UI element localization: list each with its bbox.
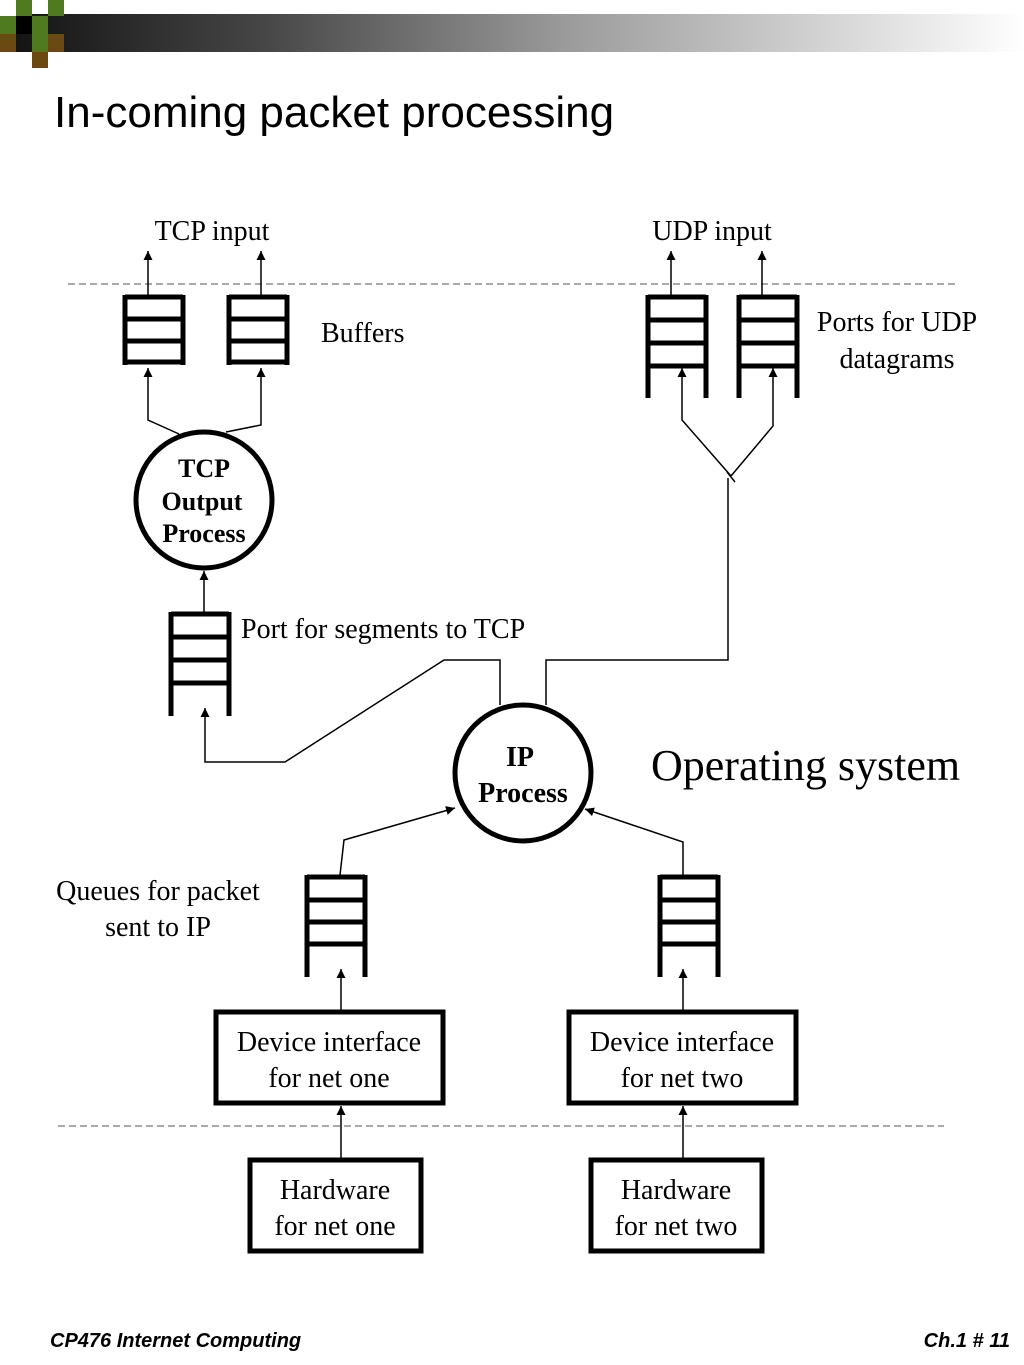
tcp-input-label: TCP input	[155, 216, 270, 247]
operating-system-label: Operating system	[651, 741, 960, 790]
header-square	[16, 0, 32, 16]
arrow-queue-1-to-ip	[339, 806, 456, 876]
arrow-queue-2-to-ip	[584, 807, 684, 875]
queues-label-line1: Queues for packet	[56, 876, 260, 907]
udp-ports-label-line2: datagrams	[839, 344, 954, 375]
buffers-label: Buffers	[321, 318, 404, 349]
header-bar	[0, 0, 1024, 68]
tcp-output-process	[133, 429, 275, 571]
slide-title: In-coming packet processing	[54, 88, 615, 137]
footer-course: CP476 Internet Computing	[50, 1330, 302, 1352]
hardware-two-label: Hardware	[621, 1175, 731, 1206]
udp-input-label: UDP input	[652, 216, 772, 247]
device-interface-net-two	[566, 1009, 799, 1106]
header-square	[0, 16, 16, 34]
header-square	[48, 0, 64, 16]
header-square	[0, 0, 16, 16]
ip-process-label: IP	[506, 742, 534, 773]
device-two-label: for net two	[621, 1063, 744, 1094]
hardware-net-two	[588, 1157, 765, 1254]
header-square	[32, 52, 48, 68]
ip-process	[452, 702, 594, 844]
segment-port-label: Port for segments to TCP	[241, 614, 525, 645]
tcp-segment-port	[168, 611, 232, 716]
arrow-udp-split-to-port-1	[677, 368, 732, 477]
queues-label-line2: sent to IP	[105, 912, 211, 943]
hardware-one-label: for net one	[274, 1211, 395, 1242]
header-gradient	[0, 14, 1024, 52]
hardware-net-one	[247, 1157, 424, 1254]
udp-port-2	[736, 294, 800, 398]
header-square	[16, 16, 32, 34]
hardware-two-label: for net two	[615, 1211, 738, 1242]
device-one-label: for net one	[268, 1063, 389, 1094]
tcp-process-label: Process	[162, 519, 245, 548]
udp-port-1	[645, 294, 709, 398]
tcp-buffer-2	[226, 294, 290, 365]
tcp-process-label: TCP	[178, 454, 230, 483]
header-square	[48, 34, 64, 52]
arrow-udp-split-to-port-2	[730, 368, 778, 477]
tcp-process-label: Output	[162, 487, 243, 516]
device-one-label: Device interface	[237, 1027, 421, 1058]
tcp-buffer-1	[122, 294, 186, 365]
header-square	[32, 16, 48, 34]
arrow-tcp-process-to-buffer-1	[143, 368, 180, 435]
hardware-one-label: Hardware	[280, 1175, 390, 1206]
ip-process-label: Process	[478, 778, 568, 809]
ip-queue-2	[657, 874, 721, 977]
device-interface-net-one	[213, 1009, 446, 1106]
footer-page-number: Ch.1 # 11	[923, 1330, 1010, 1352]
header-square	[32, 34, 48, 52]
device-two-label: Device interface	[590, 1027, 774, 1058]
arrow-tcp-process-to-buffer-2	[225, 368, 266, 433]
header-square	[0, 34, 16, 52]
connector-ip-to-udp	[545, 478, 729, 705]
udp-ports-label-line1: Ports for UDP	[817, 307, 977, 338]
ip-queue-1	[304, 874, 368, 977]
arrow-ip-to-segment-port	[200, 659, 501, 763]
